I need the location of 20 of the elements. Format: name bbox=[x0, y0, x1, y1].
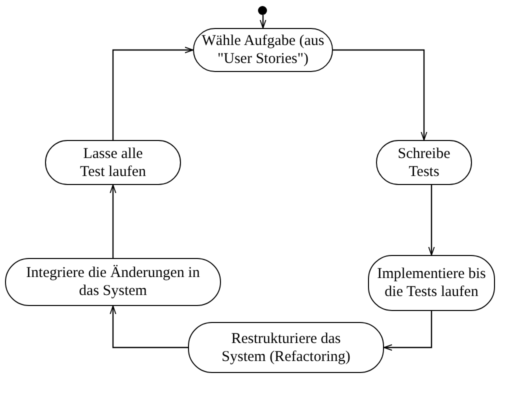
activity-node bbox=[376, 140, 472, 185]
activity-node bbox=[193, 28, 333, 72]
node-label: Wähle Aufgabe (aus "User Stories") bbox=[200, 32, 326, 68]
start-dot bbox=[258, 6, 267, 15]
arrow bbox=[428, 185, 435, 256]
node-label: Lasse alle Test laufen bbox=[78, 144, 147, 180]
arrow bbox=[110, 306, 188, 348]
arrow bbox=[333, 49, 428, 140]
node-label: Implementiere bis die Tests laufen bbox=[376, 265, 487, 301]
activity-node bbox=[368, 255, 495, 311]
node-label: Restrukturiere das System (Refactoring) bbox=[220, 330, 352, 366]
node-label: Integriere die Änderungen in das System bbox=[25, 264, 201, 300]
activity-node bbox=[5, 258, 221, 306]
arrow bbox=[260, 15, 266, 28]
activity-node bbox=[45, 140, 181, 185]
activity-node bbox=[188, 322, 384, 373]
node-label: Schreibe Tests bbox=[396, 144, 452, 180]
arrow bbox=[384, 311, 432, 351]
arrow bbox=[112, 46, 194, 140]
arrow bbox=[110, 184, 116, 258]
